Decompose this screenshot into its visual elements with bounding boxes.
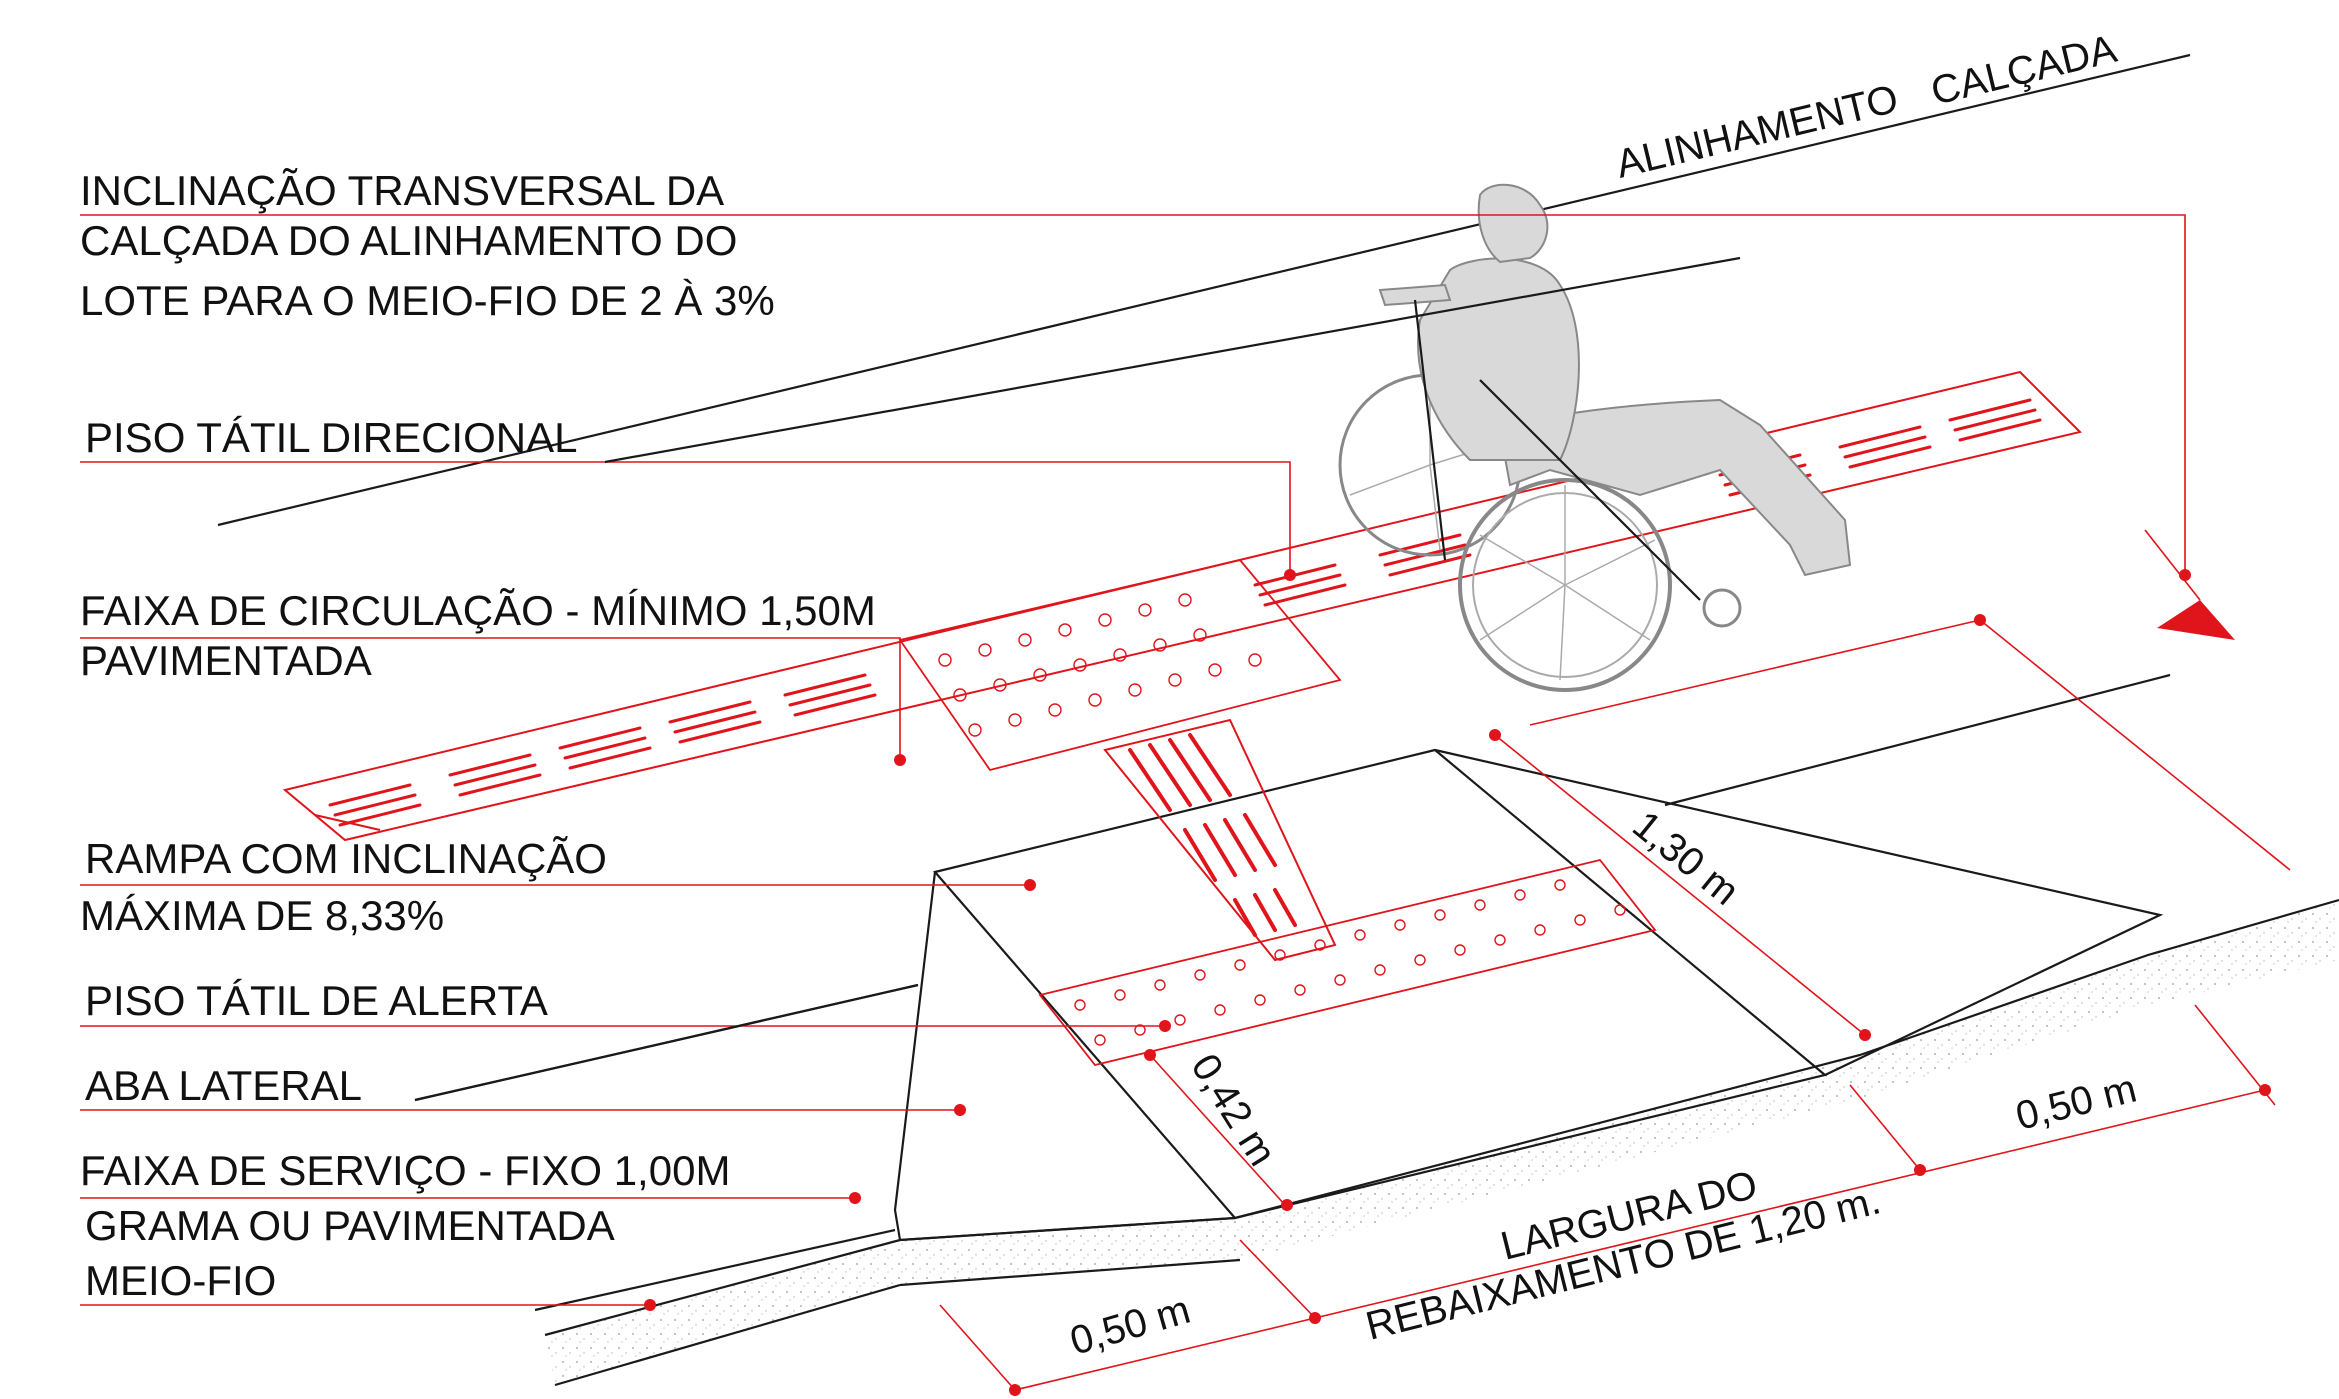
calcada-word: CALÇADA xyxy=(1927,27,2121,114)
aba-lateral-label: ABA LATERAL xyxy=(85,1062,362,1109)
inclinacao-line-3: LOTE PARA O MEIO-FIO DE 2 À 3% xyxy=(80,277,775,324)
inclinacao-line-2: CALÇADA DO ALINHAMENTO DO xyxy=(80,217,737,264)
alinhamento-caption: ALINHAMENTO CALÇADA xyxy=(1612,27,2121,187)
curb xyxy=(534,898,2339,1387)
piso-direcional-label: PISO TÁTIL DIRECIONAL xyxy=(85,414,577,461)
dimension-lines xyxy=(939,614,2291,1396)
rampa-line-2: MÁXIMA DE 8,33% xyxy=(80,892,444,939)
rampa-line-1: RAMPA COM INCLINAÇÃO xyxy=(85,835,607,882)
dim-0-50-right: 0,50 m xyxy=(2012,1066,2141,1138)
labels: INCLINAÇÃO TRANSVERSAL DA CALÇADA DO ALI… xyxy=(80,167,876,1304)
faixa-circulacao-line-1: FAIXA DE CIRCULAÇÃO - MÍNIMO 1,50M xyxy=(80,587,876,634)
faixa-servico-line-1: FAIXA DE SERVIÇO - FIXO 1,00M xyxy=(80,1147,730,1194)
directional-tactile-strip xyxy=(282,370,2082,842)
inclinacao-line-1: INCLINAÇÃO TRANSVERSAL DA xyxy=(80,167,724,214)
faixa-circulacao-line-2: PAVIMENTADA xyxy=(80,637,372,684)
dim-0-42: 0,42 m xyxy=(1182,1046,1284,1173)
meio-fio-label: MEIO-FIO xyxy=(85,1257,276,1304)
aba-lateral-edge xyxy=(414,983,919,1102)
piso-alerta-label: PISO TÁTIL DE ALERTA xyxy=(85,977,548,1024)
lot-alignment-line xyxy=(217,53,2191,527)
alert-tactile-strip-bottom xyxy=(1038,858,1657,1067)
wheelchair-user-icon xyxy=(1338,183,1852,692)
alert-tactile-block-top xyxy=(898,558,1342,772)
ramp-directional-tiles xyxy=(1103,718,1337,962)
dim-1-30: 1,30 m xyxy=(1624,803,1747,914)
leader-lines xyxy=(80,214,2235,1311)
alinhamento-word: ALINHAMENTO xyxy=(1612,77,1903,187)
faixa-servico-line-2: GRAMA OU PAVIMENTADA xyxy=(85,1202,615,1249)
